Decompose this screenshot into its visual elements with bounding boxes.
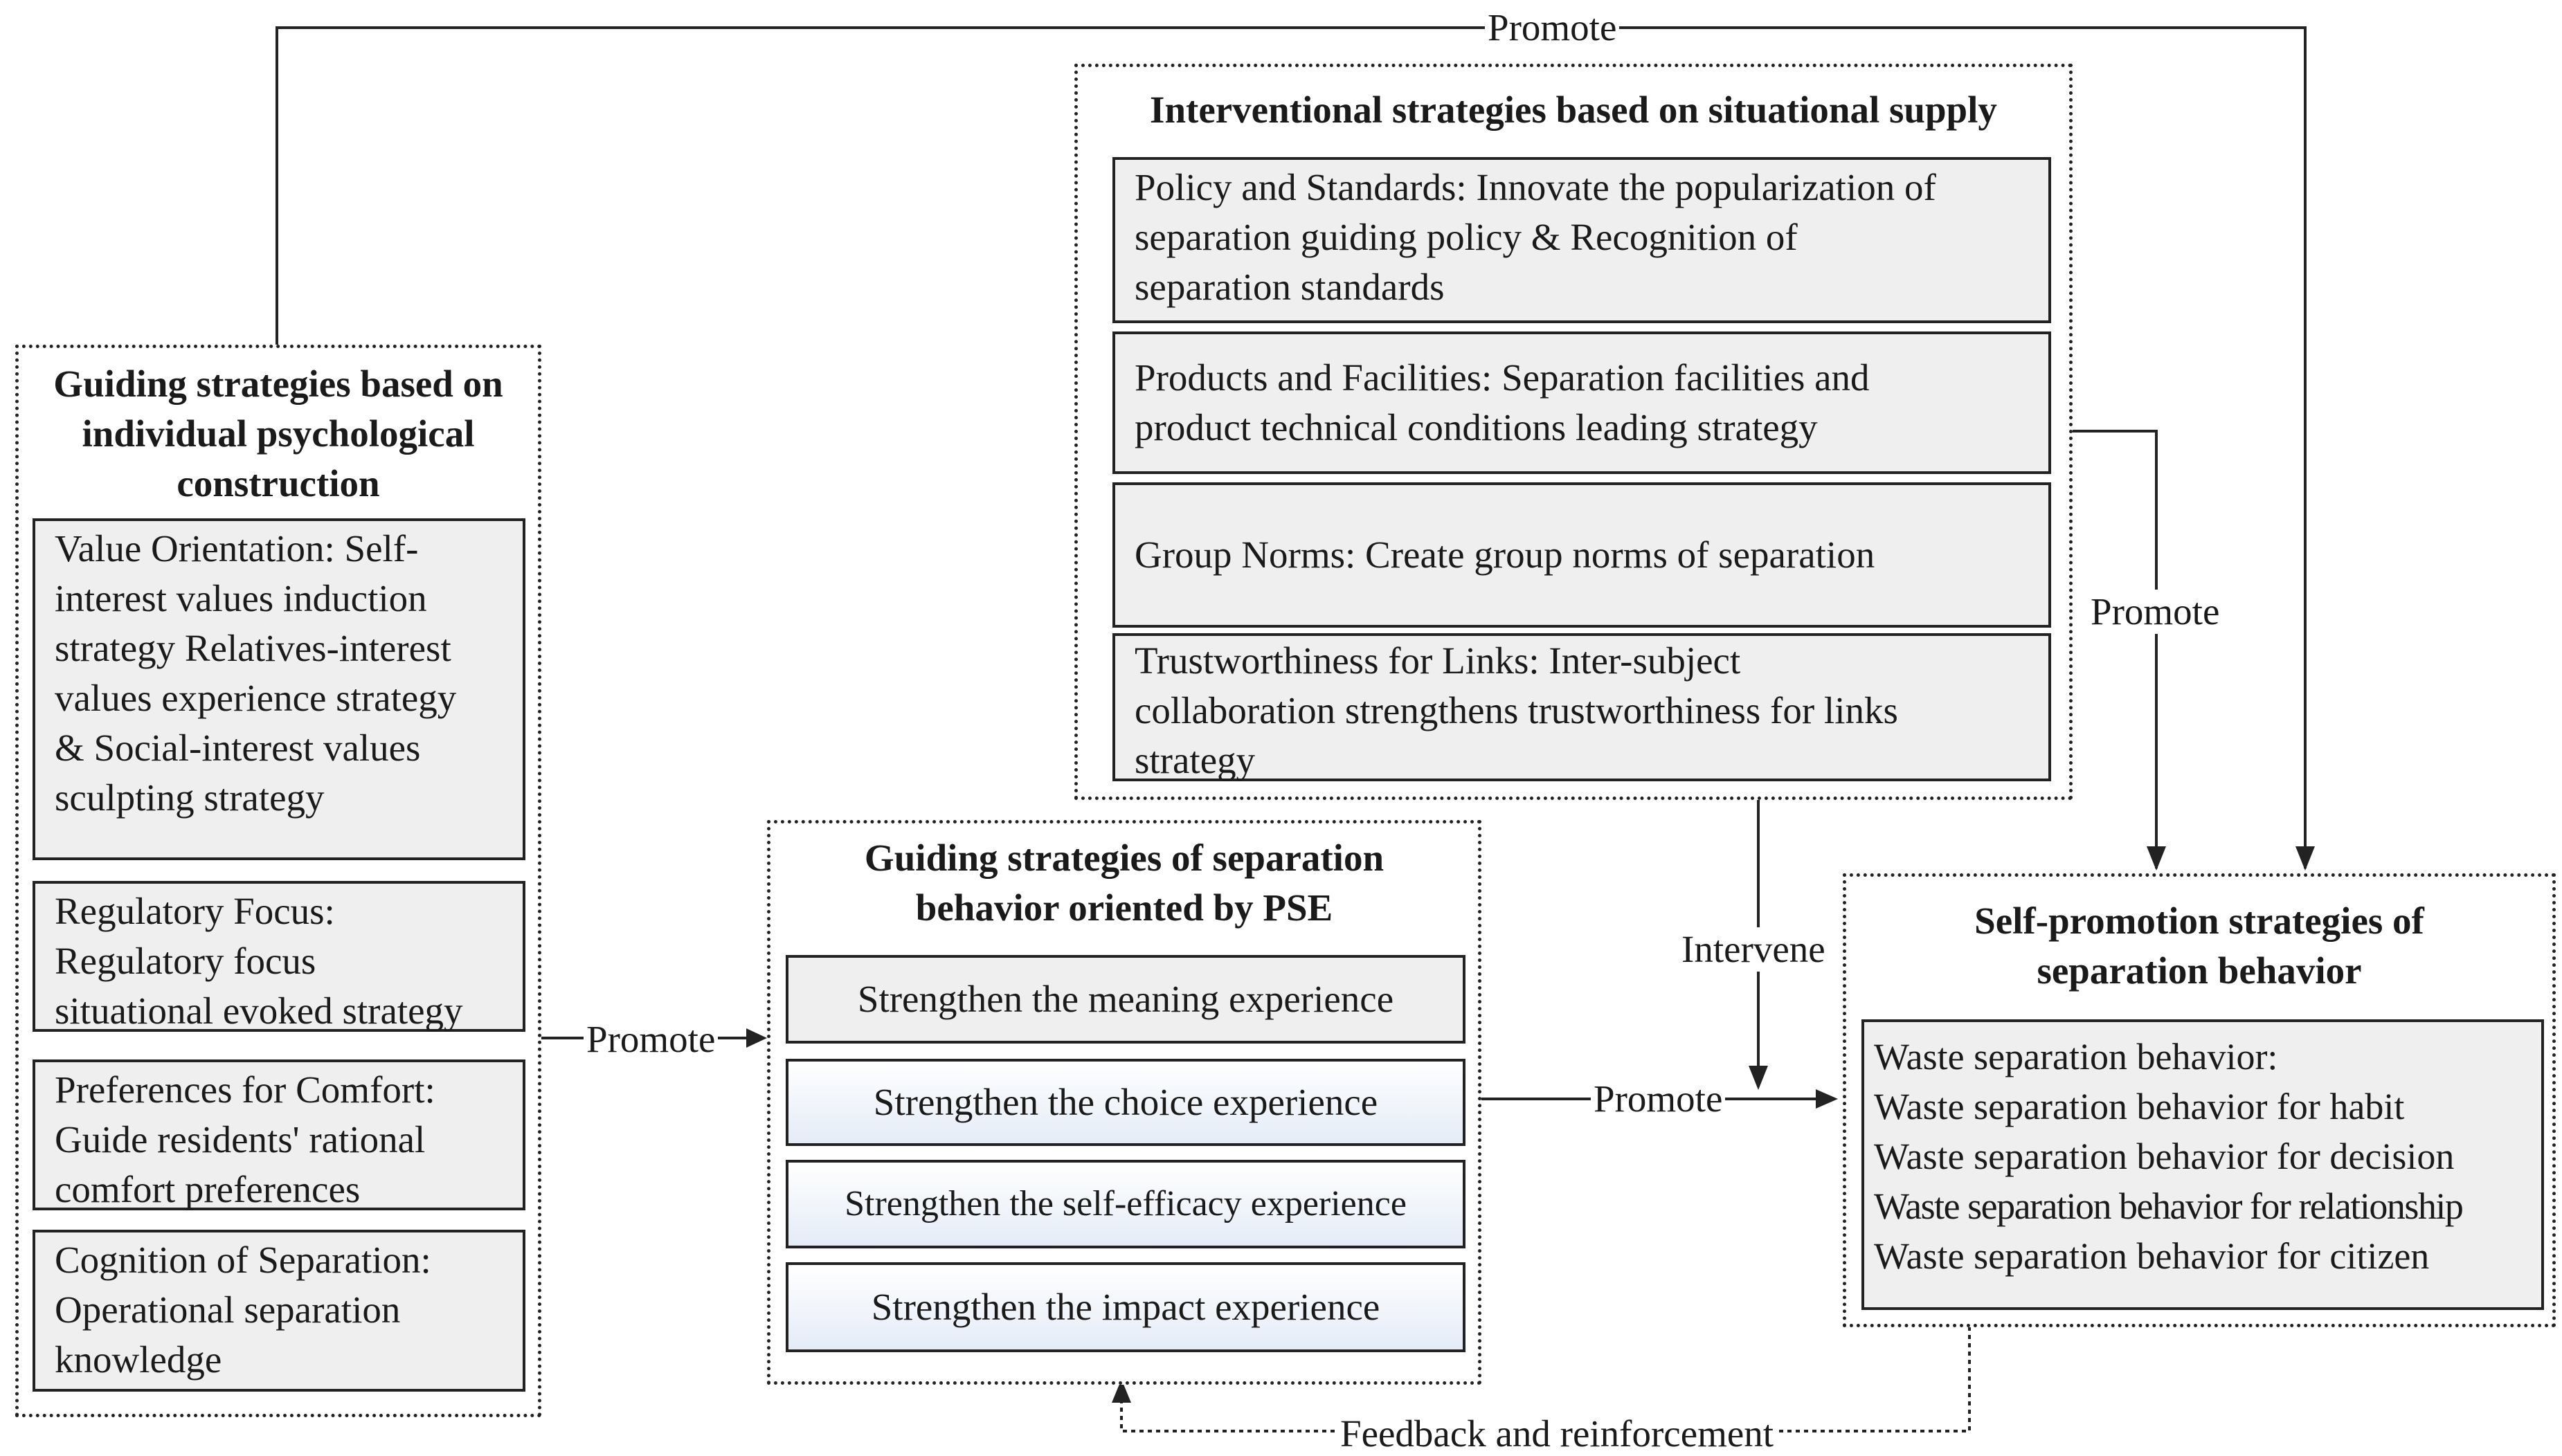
box-text-line: Guide residents' rational xyxy=(55,1118,426,1161)
title-line: behavior oriented by PSE xyxy=(915,886,1333,929)
box-text-line: Waste separation behavior: xyxy=(1874,1036,2278,1077)
box-text-line: & Social-interest values xyxy=(55,727,421,769)
box-text-line: Preferences for Comfort: xyxy=(55,1068,435,1111)
box-text-line: separation standards xyxy=(1135,266,1445,308)
box-text-line: Strengthen the meaning experience xyxy=(857,978,1394,1020)
box-trustworthiness-links: Trustworthiness for Links: Inter-subject… xyxy=(1112,633,2051,781)
box-text-line: Operational separation xyxy=(55,1289,401,1331)
group-individual-psychological: Guiding strategies based on individual p… xyxy=(15,345,541,1417)
box-text-line: collaboration strengthens trustworthines… xyxy=(1135,689,1898,731)
group-situational-supply: Interventional strategies based on situa… xyxy=(1074,64,2073,800)
box-text-line: comfort preferences xyxy=(55,1168,361,1210)
box-text-line: Waste separation behavior for decision xyxy=(1874,1136,2455,1177)
box-text: Products and Facilities: Separation faci… xyxy=(1135,353,1870,453)
edge-top-promote xyxy=(276,26,2307,868)
box-text-line: Waste separation behavior for habit xyxy=(1874,1086,2405,1127)
box-choice-experience: Strengthen the choice experience xyxy=(786,1059,1465,1146)
edge-products-to-selfpromo xyxy=(2048,430,2158,868)
box-text-line: Strengthen the self-efficacy experience xyxy=(845,1184,1407,1223)
box-text-line: Strengthen the impact experience xyxy=(871,1286,1380,1328)
box-text-line: Waste separation behavior for relationsh… xyxy=(1874,1185,2464,1227)
box-impact-experience: Strengthen the impact experience xyxy=(786,1262,1465,1352)
box-regulatory-focus: Regulatory Focus: Regulatory focus situa… xyxy=(33,881,525,1032)
box-text-line: interest values induction xyxy=(55,577,427,619)
box-text-line: values experience strategy xyxy=(55,677,457,719)
label-top-promote: Promote xyxy=(1485,6,1620,50)
title-line: Guiding strategies based on xyxy=(53,363,503,405)
box-policy-standards: Policy and Standards: Innovate the popul… xyxy=(1112,157,2051,323)
box-text-line: sculpting strategy xyxy=(55,776,325,819)
box-text-line: Trustworthiness for Links: Inter-subject xyxy=(1135,639,1741,682)
box-text-line: strategy Relatives-interest xyxy=(55,627,451,669)
edge-feedback xyxy=(1120,1327,1971,1432)
box-text-line: Cognition of Separation: xyxy=(55,1239,431,1281)
group-selfpromo-title: Self-promotion strategies of separation … xyxy=(1846,896,2552,996)
box-text-line: Strengthen the choice experience xyxy=(873,1081,1378,1123)
box-self-efficacy-experience: Strengthen the self-efficacy experience xyxy=(786,1160,1465,1248)
box-text-line: separation guiding policy & Recognition … xyxy=(1135,216,1798,258)
box-text-line: Regulatory Focus: xyxy=(55,890,335,932)
label-pse-to-selfpromo: Promote xyxy=(1591,1077,1726,1121)
label-products-to-selfpromo: Promote xyxy=(2088,590,2223,634)
label-feedback: Feedback and reinforcement xyxy=(1337,1412,1777,1456)
box-text-line: Products and Facilities: Separation faci… xyxy=(1135,356,1870,399)
title-line: Interventional strategies based on situa… xyxy=(1150,89,1997,131)
group-self-promotion: Self-promotion strategies of separation … xyxy=(1843,873,2556,1327)
box-text-line: Waste separation behavior for citizen xyxy=(1874,1235,2430,1277)
box-text-line: strategy xyxy=(1135,739,1256,781)
label-individual-to-pse: Promote xyxy=(584,1017,719,1062)
title-line: construction xyxy=(177,462,380,504)
group-individual-title: Guiding strategies based on individual p… xyxy=(19,359,538,509)
box-cognition-separation: Cognition of Separation: Operational sep… xyxy=(33,1230,525,1392)
box-waste-separation-behavior: Waste separation behavior: Waste separat… xyxy=(1861,1019,2544,1310)
title-line: separation behavior xyxy=(2037,949,2362,992)
group-situational-title: Interventional strategies based on situa… xyxy=(1078,85,2069,135)
label-intervene: Intervene xyxy=(1679,927,1828,972)
box-products-facilities: Products and Facilities: Separation faci… xyxy=(1112,331,2051,474)
box-preferences-comfort: Preferences for Comfort: Guide residents… xyxy=(33,1059,525,1210)
group-pse-oriented: Guiding strategies of separation behavio… xyxy=(767,820,1481,1385)
box-text-line: Regulatory focus xyxy=(55,940,316,982)
box-text-line: knowledge xyxy=(55,1338,222,1381)
box-text-line: product technical conditions leading str… xyxy=(1135,406,1818,448)
box-text-line: Value Orientation: Self- xyxy=(55,527,419,570)
box-text-line: Policy and Standards: Innovate the popul… xyxy=(1135,166,1936,208)
title-line: individual psychological xyxy=(82,412,475,455)
box-text-line: Group Norms: Create group norms of separ… xyxy=(1135,534,1875,576)
title-line: Self-promotion strategies of xyxy=(1974,900,2424,942)
box-meaning-experience: Strengthen the meaning experience xyxy=(786,955,1465,1044)
box-group-norms: Group Norms: Create group norms of separ… xyxy=(1112,482,2051,628)
box-value-orientation: Value Orientation: Self- interest values… xyxy=(33,518,525,860)
box-text-line: situational evoked strategy xyxy=(55,990,463,1032)
title-line: Guiding strategies of separation xyxy=(864,837,1384,879)
group-pse-title: Guiding strategies of separation behavio… xyxy=(770,833,1478,933)
